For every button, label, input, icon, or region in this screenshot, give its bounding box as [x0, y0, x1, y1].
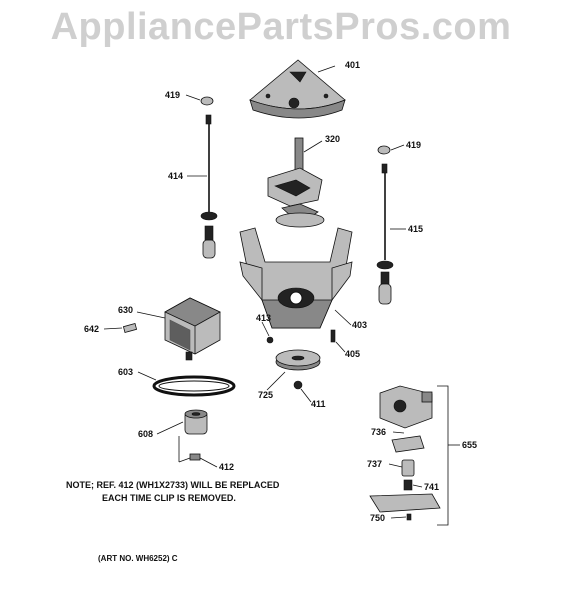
note-line-2: EACH TIME CLIP IS REMOVED.	[102, 493, 236, 503]
part-320-transmission[interactable]	[267, 137, 325, 228]
part-736-plate[interactable]	[391, 435, 425, 453]
part-630-motor[interactable]	[164, 297, 221, 361]
callout-603: 603	[118, 367, 133, 377]
callout-725: 725	[258, 390, 273, 400]
callout-411: 411	[311, 399, 326, 409]
part-608-pulley[interactable]	[184, 409, 208, 435]
callout-403: 403	[352, 320, 367, 330]
callout-419-right: 419	[406, 140, 421, 150]
part-415-rod[interactable]	[376, 163, 394, 305]
callout-642: 642	[84, 324, 99, 334]
part-403-base[interactable]	[239, 227, 353, 329]
callout-737: 737	[367, 459, 382, 469]
part-725-pulley[interactable]	[275, 349, 321, 371]
callout-419-left: 419	[165, 90, 180, 100]
callout-736: 736	[371, 427, 386, 437]
watermark: AppliancePartsPros.com	[50, 6, 512, 48]
part-401-cover[interactable]	[249, 59, 346, 119]
callout-320: 320	[325, 134, 340, 144]
note-line-1: NOTE; REF. 412 (WH1X2733) WILL BE REPLAC…	[66, 480, 280, 490]
callout-608: 608	[138, 429, 153, 439]
part-736-pump[interactable]	[379, 385, 433, 429]
part-737-coupling[interactable]	[401, 459, 415, 477]
part-411-nut[interactable]	[293, 380, 303, 390]
part-414-rod[interactable]	[200, 114, 218, 259]
part-413-nut[interactable]	[266, 336, 274, 344]
part-419-cap-right[interactable]	[377, 145, 391, 155]
part-419-cap-left[interactable]	[200, 96, 214, 106]
callout-413: 413	[256, 313, 271, 323]
callout-412: 412	[219, 462, 234, 472]
art-number: (ART NO. WH6252) C	[98, 554, 178, 563]
callout-414: 414	[168, 171, 183, 181]
part-750-bracket[interactable]	[369, 493, 441, 521]
leader-lines	[103, 65, 460, 526]
callout-750: 750	[370, 513, 385, 523]
callout-655: 655	[462, 440, 477, 450]
part-603-belt[interactable]	[152, 375, 236, 397]
part-642-pin[interactable]	[122, 323, 138, 333]
part-412-clip[interactable]	[189, 453, 201, 461]
callout-741: 741	[424, 482, 439, 492]
part-741-pin[interactable]	[403, 479, 413, 491]
callout-415: 415	[408, 224, 423, 234]
callout-405: 405	[345, 349, 360, 359]
callout-630: 630	[118, 305, 133, 315]
part-405-screw[interactable]	[330, 329, 336, 343]
callout-401: 401	[345, 60, 360, 70]
